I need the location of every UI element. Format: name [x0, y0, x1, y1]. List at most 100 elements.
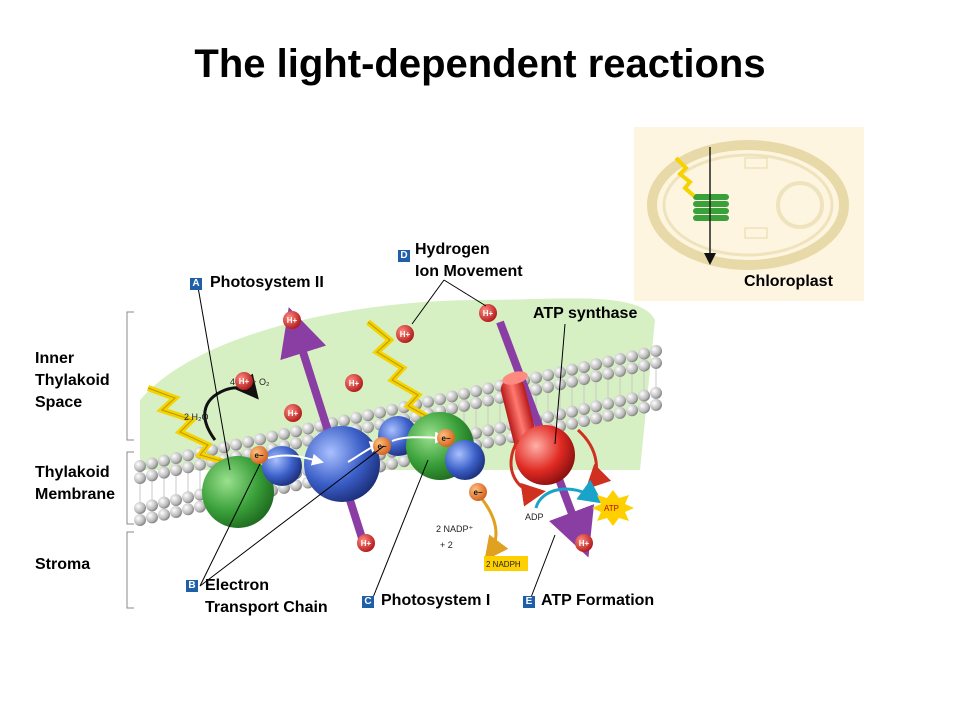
lipid-head	[158, 496, 170, 509]
lipid-head	[422, 395, 434, 408]
lipid-head	[614, 406, 626, 419]
lipid-head	[626, 404, 638, 417]
lipid-head	[386, 457, 398, 470]
lipid-head	[302, 422, 314, 435]
lipid-head	[566, 363, 578, 376]
lipid-head	[146, 511, 158, 524]
lipid-head	[590, 358, 602, 371]
lipid-head	[494, 433, 506, 446]
lipid-head	[170, 493, 182, 506]
lipid-head	[470, 397, 482, 410]
lipid-head	[398, 455, 410, 468]
lipid-head	[566, 405, 578, 418]
photosystem-ii-label: Photosystem II	[210, 274, 324, 291]
nadph-box	[484, 556, 528, 571]
etc-label: Electron Transport Chain	[205, 575, 328, 619]
lipid-head	[482, 382, 494, 395]
hydrogen-ion-line-2: Ion Movement	[415, 263, 523, 280]
lipid-head	[170, 463, 182, 476]
h-ion-text: H+	[288, 409, 299, 418]
lipid-head	[614, 364, 626, 377]
membrane-line-2: Membrane	[35, 486, 116, 503]
lipid-head	[602, 367, 614, 380]
lipid-head	[614, 352, 626, 365]
nadp-text-1: 2 NADP⁺	[436, 524, 474, 534]
lipid-head	[242, 435, 254, 448]
lipid-head	[554, 408, 566, 421]
atp-burst-text: ATP	[604, 504, 619, 513]
atp-synthase-shape	[500, 371, 612, 507]
lipid-head	[458, 399, 470, 412]
h-ion-text: H+	[579, 539, 590, 548]
lipid-head	[182, 461, 194, 474]
lipid-head	[182, 503, 194, 516]
nadp-text-2: + 2	[440, 540, 453, 550]
electron: e−	[250, 446, 268, 464]
leader-lines	[197, 279, 566, 601]
lipid-head	[530, 371, 542, 384]
h-ion: H+	[345, 374, 363, 392]
inner-space-label: Inner Thylakoid Space	[35, 348, 110, 414]
lipid-head	[566, 375, 578, 388]
lipid-head	[158, 454, 170, 467]
lipid-head	[146, 499, 158, 512]
leader-psii	[197, 286, 231, 471]
lipid-head	[602, 409, 614, 422]
lipid-head	[626, 350, 638, 363]
rotation-arrow	[509, 439, 546, 507]
membrane-label: Thylakoid Membrane	[35, 462, 115, 506]
lipid-head	[638, 347, 650, 360]
lipid-head	[278, 427, 290, 440]
lipid-head	[194, 458, 206, 471]
inset-grana	[693, 194, 729, 221]
stroma-label: Stroma	[35, 556, 91, 573]
lipid-head	[638, 359, 650, 372]
electron-text: e−	[254, 451, 263, 460]
lipid-head	[542, 380, 554, 393]
water-splitting-arrow	[203, 373, 259, 441]
h-ion: H+	[235, 372, 253, 390]
lipid-head	[170, 505, 182, 518]
lipid-head	[482, 394, 494, 407]
atp-burst	[592, 490, 634, 526]
page-title: The light-dependent reactions	[194, 42, 766, 86]
lipid-head	[230, 438, 242, 451]
lipid-head	[290, 425, 302, 438]
inner-space-line-2: Thylakoid	[35, 372, 110, 389]
h-ion-text: H+	[361, 539, 372, 548]
membrane-line-1: Thylakoid	[35, 464, 110, 481]
leader-hion-1	[411, 279, 445, 325]
lipid-head	[578, 414, 590, 427]
h-ion-text: H+	[287, 316, 298, 325]
h-ion: H+	[357, 534, 375, 552]
lipid-head	[266, 430, 278, 443]
inner-space-line-3: Space	[35, 394, 83, 411]
leader-etc-1	[199, 463, 261, 587]
lipid-head	[170, 451, 182, 464]
lipid-head	[626, 392, 638, 405]
hydrogen-ion-line-1: Hydrogen	[415, 241, 490, 258]
leader-etc-2	[199, 445, 385, 587]
lipid-head	[494, 421, 506, 434]
h-ion: H+	[396, 325, 414, 343]
lipid-head	[590, 400, 602, 413]
lipid-head	[530, 383, 542, 396]
water-text: 2 H₂O	[184, 412, 209, 422]
lipid-head	[362, 409, 374, 422]
lipid-head	[578, 360, 590, 373]
lipid-head	[602, 397, 614, 410]
h-ion-text: H+	[483, 309, 494, 318]
electron: e−	[469, 483, 487, 501]
lipid-head	[542, 410, 554, 423]
photosystem-ii-shape	[202, 456, 274, 528]
lipid-head	[482, 436, 494, 449]
badge-e: E	[523, 596, 535, 608]
lipid-head	[182, 449, 194, 462]
adp-text: ADP	[525, 512, 544, 522]
lipid-head	[434, 393, 446, 406]
lipid-head	[638, 389, 650, 402]
leader-psi	[371, 459, 429, 601]
cytochrome-complex-shape	[304, 426, 380, 502]
